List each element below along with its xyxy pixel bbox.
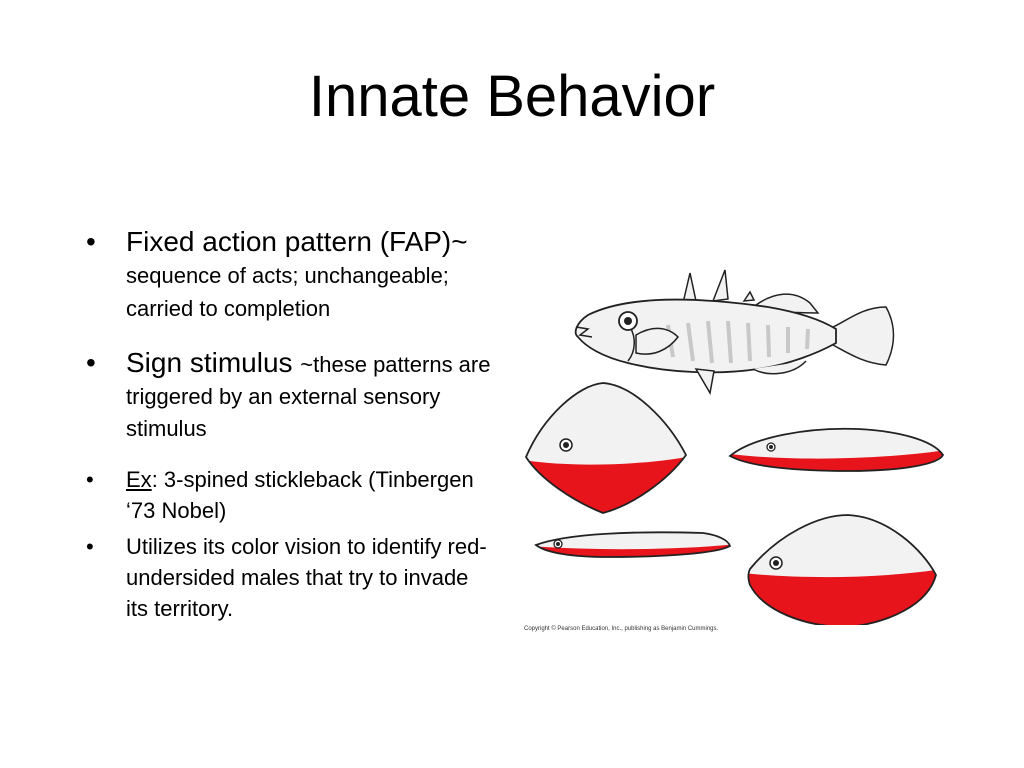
model-thin <box>534 531 732 558</box>
bullet-symbol: • <box>86 226 96 257</box>
slide-title: Innate Behavior <box>308 64 716 129</box>
model-diamond <box>524 382 688 514</box>
example-label: Ex <box>126 467 152 492</box>
bullet-detail-text: ~these patterns are triggered by an exte… <box>126 352 491 441</box>
bullet-main-text: Fixed action pattern (FAP)~ <box>126 226 468 257</box>
bullet-list: • Fixed action pattern (FAP)~ sequence o… <box>82 226 492 624</box>
bullet-example: • Ex: 3-spined stickleback (Tinbergen ‘7… <box>82 464 492 526</box>
bullet-detail-text: sequence of acts; unchangeable; carried … <box>126 263 449 321</box>
bullet-text: Utilizes its color vision to identify re… <box>126 534 487 621</box>
bullet-symbol: • <box>86 347 96 378</box>
bullet-color-vision: • Utilizes its color vision to identify … <box>82 531 492 624</box>
bullet-symbol: • <box>86 534 94 559</box>
bullet-main-text: Sign stimulus <box>126 347 293 378</box>
bullet-fixed-action-pattern: • Fixed action pattern (FAP)~ sequence o… <box>82 226 492 324</box>
bullet-sign-stimulus: • Sign stimulus ~these patterns are trig… <box>82 348 492 444</box>
bullet-text: : 3-spined stickleback (Tinbergen ‘73 No… <box>126 467 474 523</box>
model-rounded <box>747 514 937 625</box>
copyright-notice: Copyright © Pearson Education, Inc., pub… <box>524 626 719 632</box>
bullet-symbol: • <box>86 467 94 492</box>
stickleback-figure <box>524 269 945 625</box>
model-elongated <box>728 427 945 472</box>
stickleback-fish-illustration <box>574 269 895 396</box>
